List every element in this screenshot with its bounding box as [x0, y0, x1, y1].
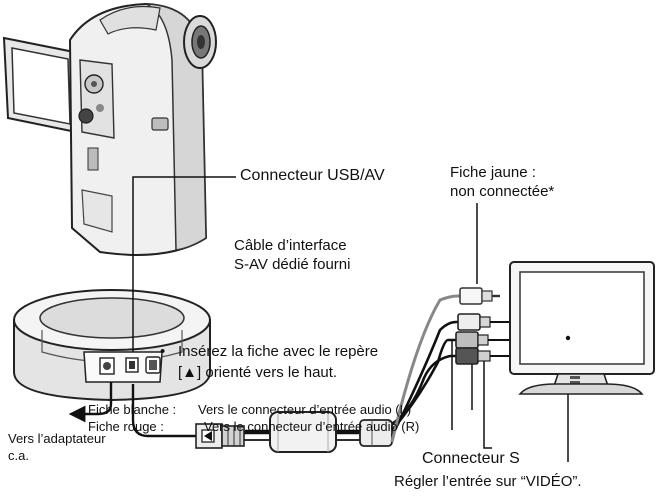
cable-label-line2: S-AV dédié fourni — [234, 256, 351, 273]
white-plug-name: Fiche blanche : — [88, 402, 177, 417]
yellow-plug-label-line2: non connectée* — [450, 183, 555, 200]
tv-monitor — [509, 261, 655, 395]
insert-instruction-line2: [▲] orienté vers le haut. — [178, 364, 338, 381]
red-plug-description: Vers le connecteur d’entrée audio (R) — [204, 419, 420, 434]
s-av-cable — [131, 287, 510, 453]
docking-station — [13, 289, 211, 402]
insert-instruction-line1: Insérez la fiche avec le repère — [178, 343, 379, 360]
cable-label-line1: Câble d’interface — [234, 237, 347, 254]
video-input-instruction: Régler l’entrée sur “VIDÉO”. — [394, 473, 582, 490]
s-connector-label: Connecteur S — [422, 450, 520, 467]
camcorder — [2, 2, 217, 256]
adapter-label-line1: Vers l’adaptateur — [8, 431, 106, 446]
white-plug-description: Vers le connecteur d’entrée audio (L) — [198, 402, 412, 417]
ac-cord — [68, 382, 113, 423]
red-plug-name: Fiche rouge : — [88, 419, 164, 434]
adapter-label-line2: c.a. — [8, 448, 29, 463]
usb-av-connector-label: Connecteur USB/AV — [240, 167, 385, 184]
yellow-plug-label-line1: Fiche jaune : — [450, 164, 536, 181]
insert-bullet: • — [160, 343, 166, 360]
